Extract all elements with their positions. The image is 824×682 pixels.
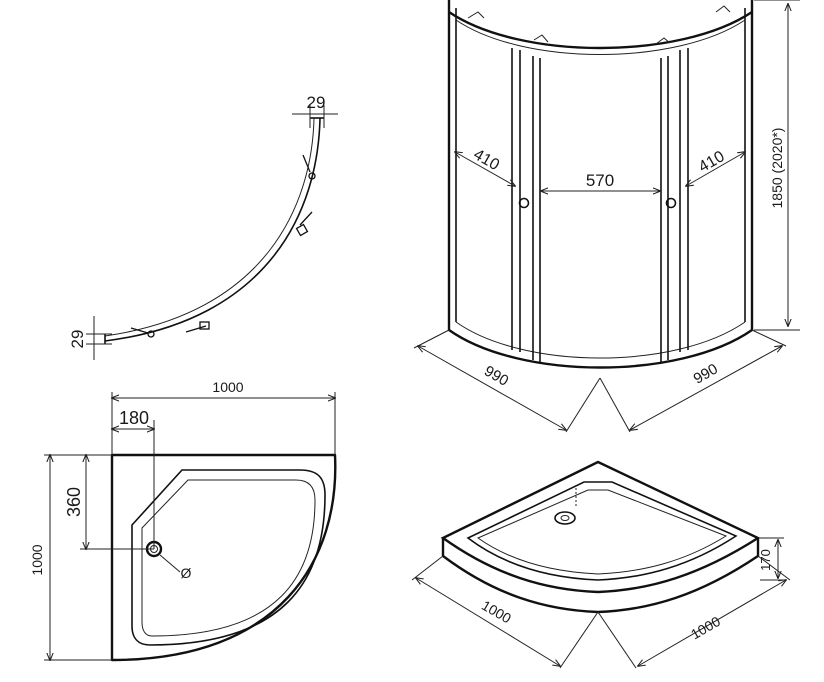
tray-iso-dim-height: 170: [758, 549, 773, 571]
tray-iso-drain: [554, 511, 576, 525]
cabin-front-view: 410 570 410 1850 (2020*) 990 990: [413, 0, 800, 433]
tray-iso-dim-right: 1000: [688, 613, 723, 643]
tray-dim-width: 1000: [212, 379, 243, 395]
tray-plan-view: Ø 1000 180 360 1000: [29, 379, 337, 662]
roller-fittings: [130, 154, 316, 338]
tray-dim-height: 1000: [29, 544, 45, 575]
top-view-curve-inner: [104, 117, 315, 337]
cabin-dim-height: 1850 (2020*): [769, 128, 785, 209]
tray-iso-dim-left: 1000: [479, 597, 514, 627]
tray-isometric-view: 170 1000 1000: [411, 460, 791, 669]
cabin-dim-right-door: 410: [696, 148, 728, 176]
tray-dim-drain-y: 360: [64, 487, 84, 517]
door-handle-right: [665, 197, 677, 209]
top-view-dim-top: 29: [307, 93, 326, 112]
top-view: 29 29: [68, 93, 338, 360]
tray-dim-drain-x: 180: [119, 408, 149, 428]
tray-drain-symbol: Ø: [181, 565, 192, 581]
cabin-dim-depth-left: 990: [481, 362, 511, 389]
door-handle-left: [518, 197, 530, 209]
top-view-curve-outer: [104, 117, 321, 342]
cabin-dim-depth-right: 990: [691, 360, 721, 387]
top-view-dim-left: 29: [68, 330, 87, 349]
cabin-dim-center: 570: [586, 171, 614, 190]
